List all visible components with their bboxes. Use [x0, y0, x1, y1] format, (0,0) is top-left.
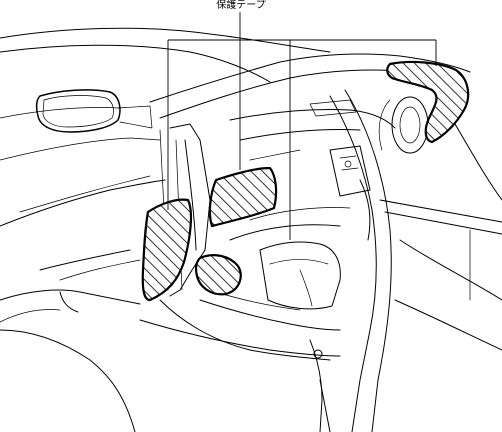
tape-areas — [141, 60, 470, 302]
striker-hole — [313, 349, 323, 359]
interior — [229, 96, 429, 310]
leader-lines — [167, 12, 437, 240]
car-body-exterior — [0, 27, 331, 432]
steering-wheel — [391, 96, 429, 154]
seat — [259, 241, 341, 310]
protective-tape-label: 保護テープ — [216, 0, 266, 11]
tape-front-door-lower-front — [141, 198, 193, 302]
tape-front-door-lower-rear — [194, 254, 242, 296]
side-mirror — [35, 89, 121, 133]
tape-a-pillar-upper — [386, 60, 470, 144]
door-frame — [139, 53, 502, 432]
tape-front-door-middle — [208, 166, 278, 228]
